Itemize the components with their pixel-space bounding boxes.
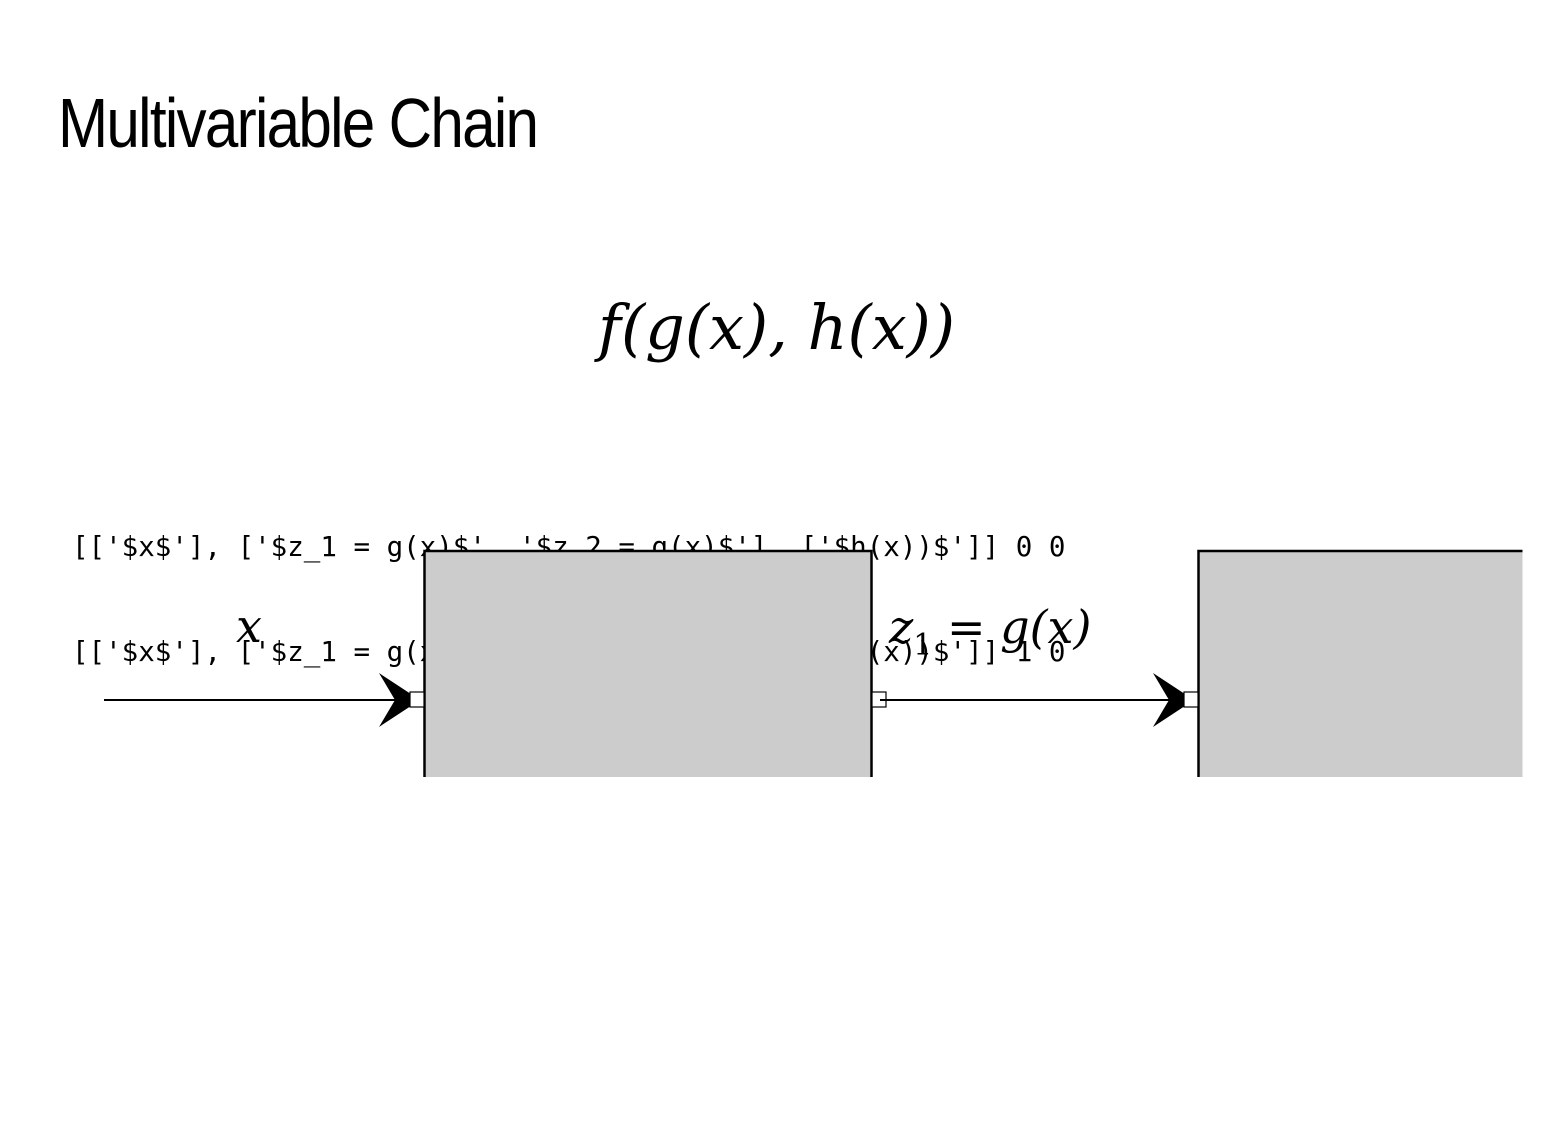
composite-function-formula: f(g(x), h(x)) — [598, 291, 956, 364]
node-f-input-port — [1183, 691, 1199, 708]
function-node-g-border — [423, 549, 873, 777]
slide-title: Multivariable Chain — [58, 84, 539, 162]
edge-label-base: z — [888, 600, 914, 654]
function-node-f — [1198, 551, 1523, 777]
intermediate-arrowhead — [1153, 673, 1194, 727]
edge-label-subscript: 1 — [913, 628, 932, 663]
function-node-g — [424, 551, 872, 777]
edge-label-rhs: = g(x) — [932, 600, 1091, 654]
intermediate-edge-label: z1 = g(x) — [888, 600, 1091, 663]
input-arrowhead — [379, 673, 420, 727]
input-edge-label: x — [236, 599, 262, 653]
node-g-input-port — [409, 691, 425, 708]
